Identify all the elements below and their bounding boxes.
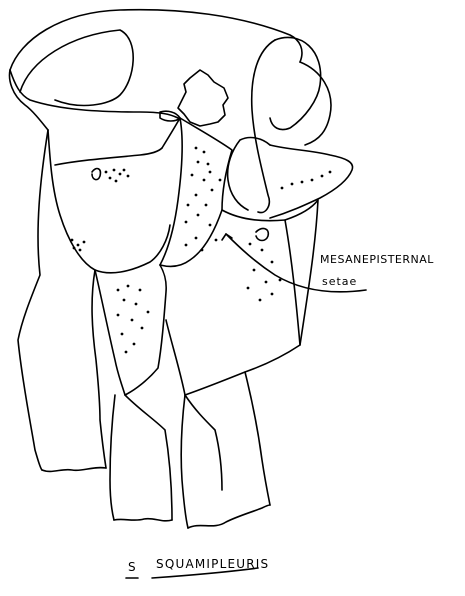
seta-dot [329, 171, 332, 174]
seta-dot [83, 241, 86, 244]
seta-dot [279, 279, 282, 282]
seta-dot [219, 179, 222, 182]
scutum-inner-rim [20, 30, 133, 105]
mid-coxa [110, 395, 115, 520]
hind-coxa-outer [245, 372, 270, 505]
seta-dot [311, 179, 314, 182]
seta-dot [117, 289, 120, 292]
spiracle-sclerite-tab [160, 111, 180, 121]
seta-dot [321, 175, 324, 178]
seta-dot [195, 147, 198, 150]
seta-dot [131, 319, 134, 322]
thoracic-spiracle [256, 229, 268, 241]
seta-dot [201, 249, 204, 252]
seta-dot [185, 221, 188, 224]
seta-dot [77, 244, 80, 247]
seta-dot [187, 204, 190, 207]
seta-dot [73, 247, 76, 250]
spiracle-sclerite-plate [178, 70, 228, 126]
seta-dot [271, 261, 274, 264]
seta-dot [113, 169, 116, 172]
hind-coxa-tip [188, 505, 270, 528]
wing-base-lobe [270, 37, 321, 129]
spiracle-small-curl [92, 169, 100, 180]
seta-dot [291, 183, 294, 186]
seta-dot [127, 175, 130, 178]
fore-coxa-inner [92, 270, 106, 468]
seta-dot [79, 249, 82, 252]
seta-dot [191, 174, 194, 177]
fore-coxa-tip [42, 468, 106, 472]
seta-dot [209, 224, 212, 227]
setae-dots [71, 147, 332, 354]
mid-coxa-inner [125, 395, 172, 520]
seta-dot [185, 244, 188, 247]
seta-dot [123, 299, 126, 302]
seta-dot [215, 239, 218, 242]
hind-coxa [181, 395, 188, 528]
wing-base-rear [300, 62, 331, 145]
seta-dot [109, 177, 112, 180]
seta-dot [211, 189, 214, 192]
seta-dot [203, 151, 206, 154]
seta-dot [135, 303, 138, 306]
seta-dot [203, 179, 206, 182]
seta-dot [117, 314, 120, 317]
seta-dot [195, 237, 198, 240]
seta-dot [147, 311, 150, 314]
pleural-lower-plate [166, 210, 300, 395]
seta-dot [139, 289, 142, 292]
seta-dot [205, 204, 208, 207]
seta-dot [195, 194, 198, 197]
fore-coxa [18, 130, 48, 470]
seta-dot [133, 343, 136, 346]
mesopleural-suture [160, 118, 182, 265]
seta-dot [127, 285, 130, 288]
seta-dot [121, 333, 124, 336]
seta-dot [265, 281, 268, 284]
seta-dot [247, 287, 250, 290]
annotation-label-line2: setae [322, 275, 357, 288]
seta-dot [71, 239, 74, 242]
caption-genus-initial: S [128, 560, 137, 574]
seta-dot [115, 180, 118, 183]
seta-dot [253, 269, 256, 272]
anepisternum-top [55, 148, 162, 165]
seta-dot [141, 327, 144, 330]
seta-dot [197, 214, 200, 217]
seta-dot [119, 173, 122, 176]
seta-dot [125, 351, 128, 354]
katepisternum-outline [95, 265, 166, 395]
meron-outline [285, 200, 318, 345]
seta-dot [261, 249, 264, 252]
seta-dot [105, 171, 108, 174]
seta-dot [209, 171, 212, 174]
seta-dot [207, 163, 210, 166]
scutum-lower-edge [10, 70, 178, 118]
wing-stem [252, 40, 275, 213]
mesanepisternum-outline [160, 118, 232, 266]
seta-dot [301, 181, 304, 184]
seta-dot [249, 243, 252, 246]
seta-dot [259, 299, 262, 302]
seta-dot [123, 169, 126, 172]
seta-dot [271, 293, 274, 296]
hind-coxa-crease [185, 395, 222, 490]
mid-coxa-tip [114, 519, 172, 521]
seta-dot [197, 161, 200, 164]
anepisternum-outline [48, 130, 170, 273]
seta-dot [281, 187, 284, 190]
annotation-label-line1: MESANEPISTERNAL [320, 253, 434, 266]
